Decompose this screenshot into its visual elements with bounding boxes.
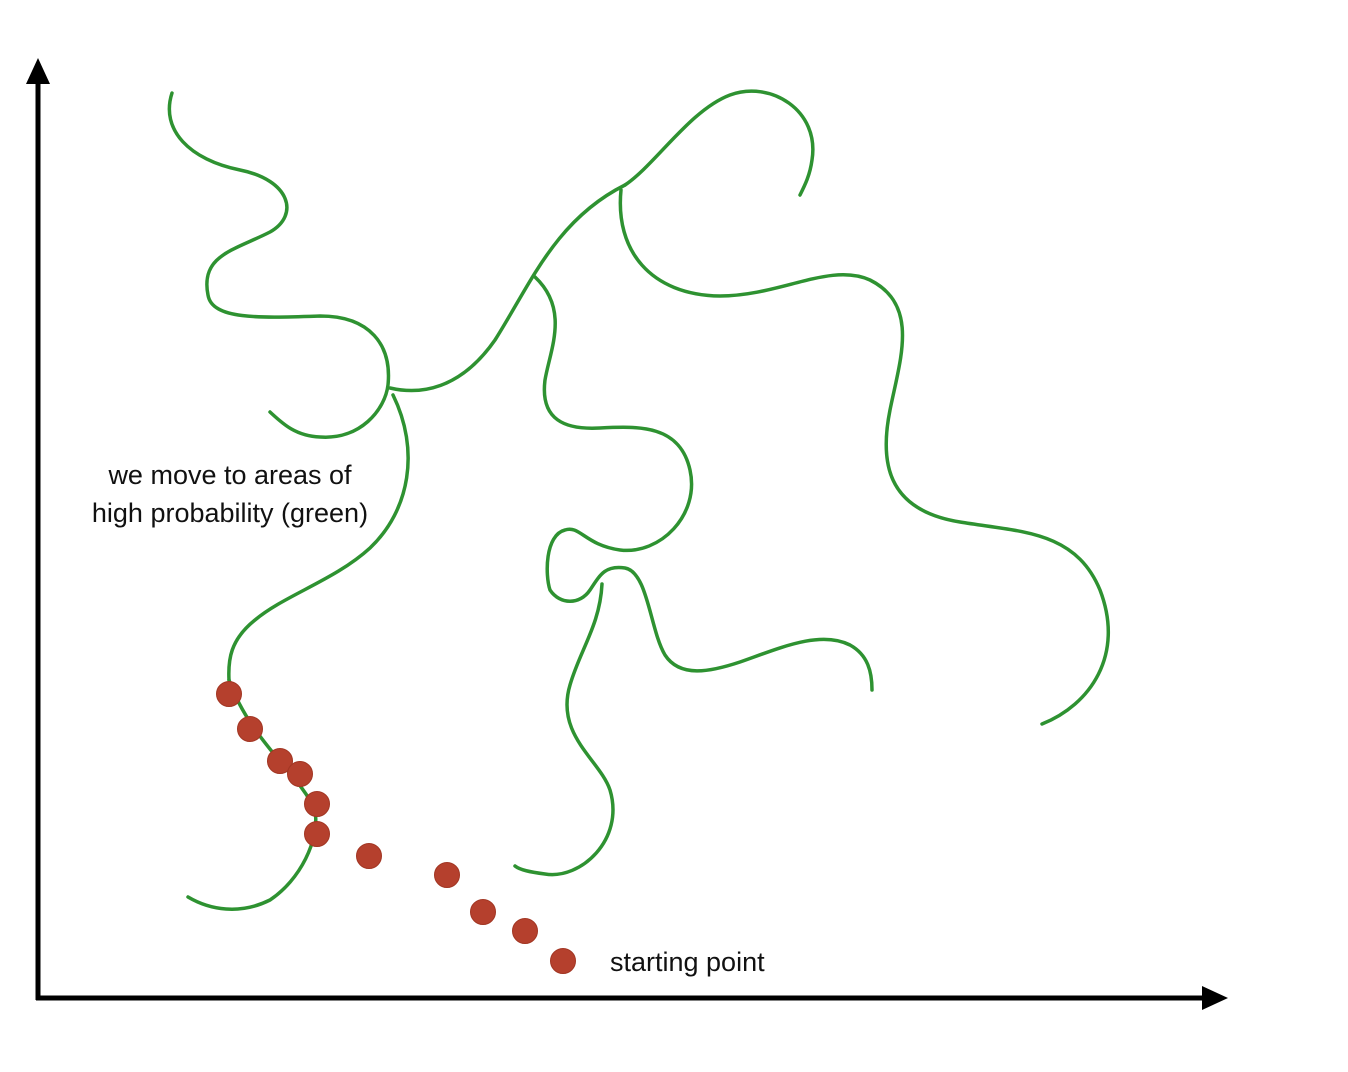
green-curve-main-branch: [388, 183, 627, 393]
axes: [26, 58, 1228, 1010]
sample-dot: [512, 918, 538, 944]
high-probability-curves: [167, 89, 1111, 911]
green-curve-right-loop: [618, 188, 1111, 726]
sample-dot: [237, 716, 263, 742]
sample-dot: [287, 761, 313, 787]
high-probability-caption: we move to areas of high probability (gr…: [62, 456, 398, 532]
green-curve-top-left: [167, 91, 391, 439]
sample-dot: [267, 748, 293, 774]
sample-dot: [216, 681, 242, 707]
sample-dot: [434, 862, 460, 888]
green-curve-left-branch: [227, 393, 410, 682]
sample-dot: [304, 791, 330, 817]
sample-dot: [304, 821, 330, 847]
high-probability-caption-line2: high probability (green): [91, 498, 369, 528]
y-axis-arrow-icon: [26, 58, 50, 84]
green-curve-middle-tail: [513, 582, 615, 877]
starting-point-label: starting point: [610, 947, 765, 977]
sample-dot: [356, 843, 382, 869]
green-curve-bottom-tail: [186, 678, 318, 911]
green-curve-top-loop: [623, 89, 815, 197]
starting-point-dot: [550, 948, 576, 974]
green-curve-middle-loop: [533, 275, 874, 692]
sample-dot: [470, 899, 496, 925]
sample-path-dots: [216, 681, 576, 974]
high-probability-caption-line1: we move to areas of: [108, 460, 352, 490]
x-axis-arrow-icon: [1202, 986, 1228, 1010]
